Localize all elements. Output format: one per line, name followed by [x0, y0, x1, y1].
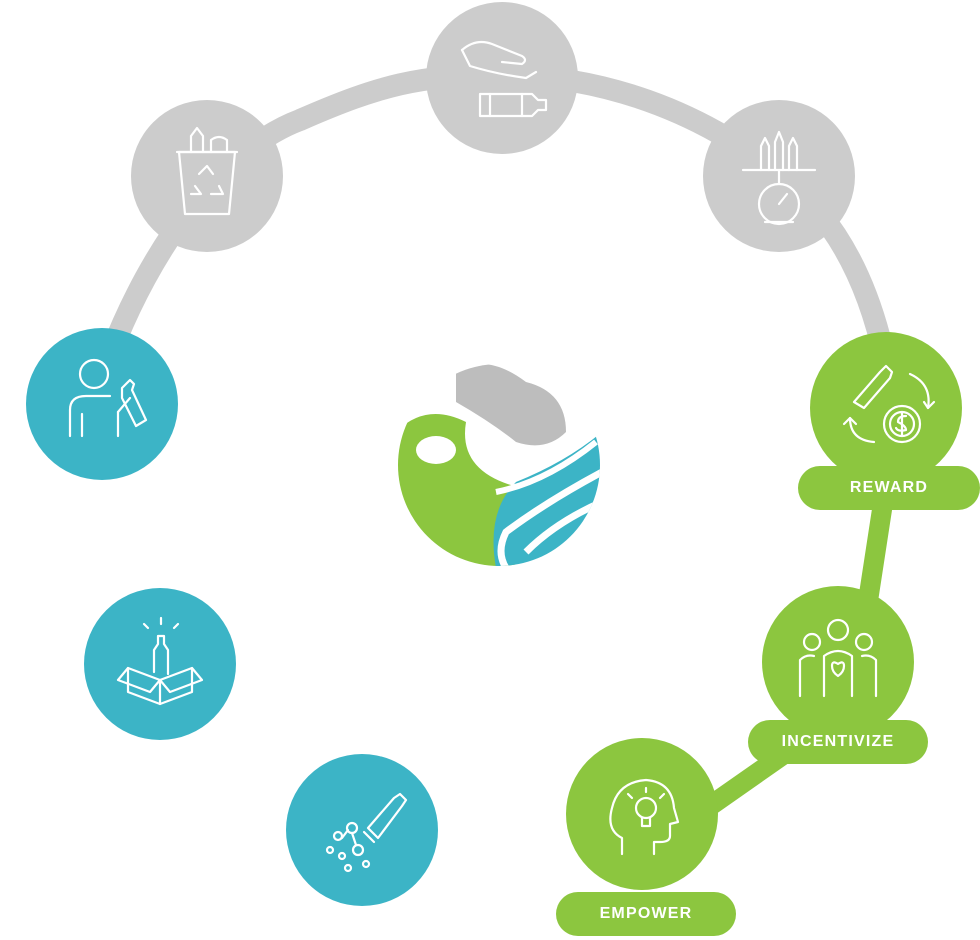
people-heart-icon — [798, 618, 878, 698]
empower-label[interactable]: EMPOWER — [556, 892, 736, 936]
step-hand-node[interactable] — [426, 2, 578, 154]
step-package-node[interactable] — [84, 588, 236, 740]
incentivize-label[interactable]: INCENTIVIZE — [748, 720, 928, 764]
step-empower-node[interactable] — [566, 738, 718, 890]
step-consume-node[interactable] — [26, 328, 178, 480]
bottle-coin-cycle-icon — [842, 364, 936, 444]
recycle-bin-icon — [175, 126, 239, 216]
center-logo — [396, 362, 602, 568]
step-collect-node[interactable] — [131, 100, 283, 252]
box-bottle-icon — [116, 616, 204, 706]
bottle-molecule-icon — [325, 792, 408, 873]
reward-label[interactable]: REWARD — [798, 466, 980, 510]
step-molecule-node[interactable] — [286, 754, 438, 906]
step-reward-node[interactable] — [810, 332, 962, 484]
hand-bottle-icon — [460, 40, 548, 118]
step-incentivize-node[interactable] — [762, 586, 914, 738]
step-weigh-node[interactable] — [703, 100, 855, 252]
scale-bottles-icon — [741, 130, 817, 226]
person-drinking-icon — [68, 358, 148, 438]
head-lightbulb-icon — [609, 778, 680, 856]
globe-logo-icon — [398, 364, 600, 566]
